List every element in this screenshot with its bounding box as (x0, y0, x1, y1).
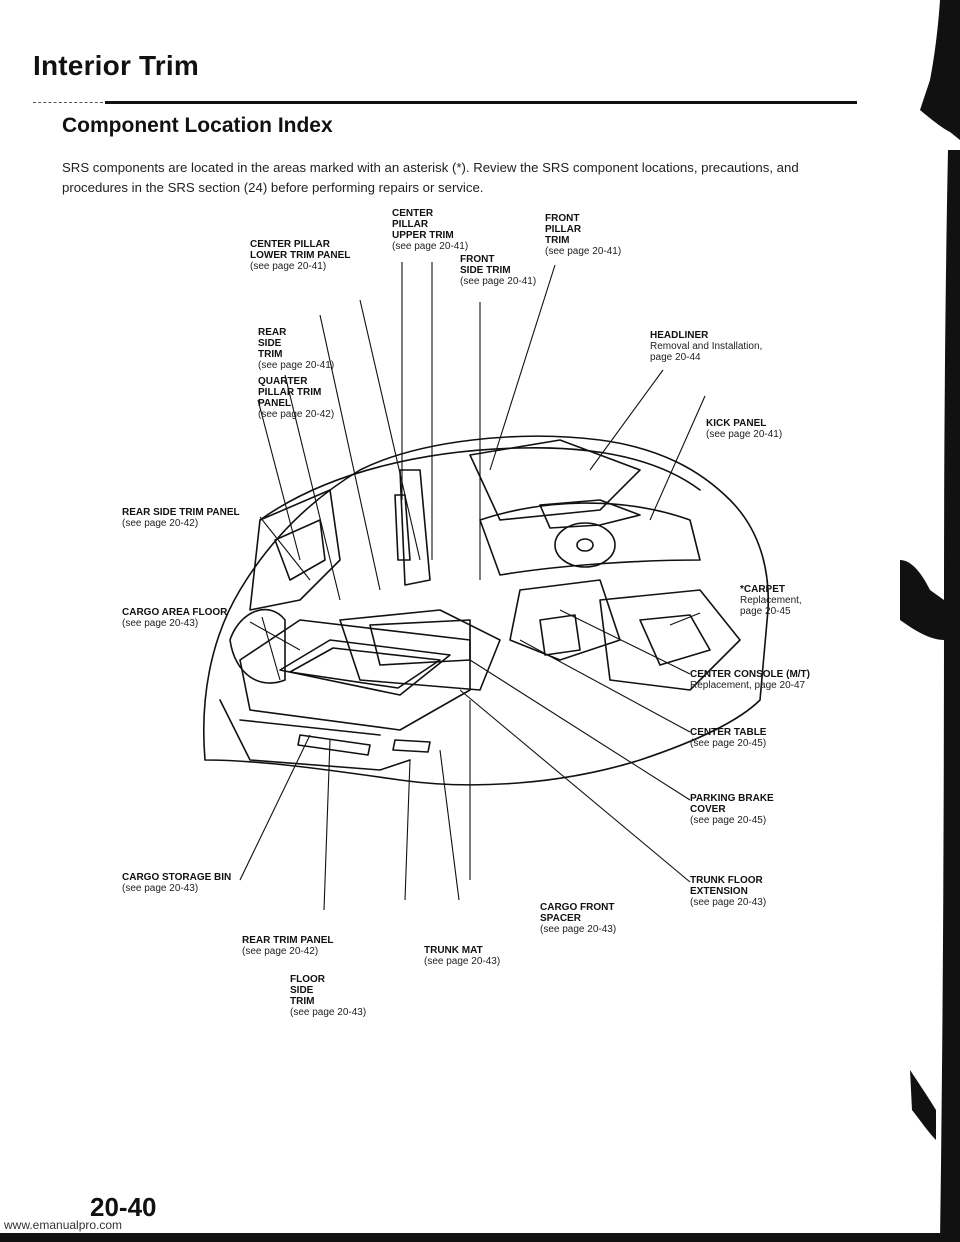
callout-ref: (see page 20-41) (545, 246, 622, 257)
callout-carpet: *CARPET Replacement, page 20-45 (740, 584, 820, 617)
title-rule (105, 101, 857, 104)
callout-name: PARKING BRAKE COVER (690, 793, 774, 815)
callout-ref: (see page 20-42) (258, 409, 335, 420)
callout-name: CARGO FRONT SPACER (540, 902, 615, 924)
page-title: Interior Trim (33, 50, 199, 81)
callout-front-side-trim: FRONT SIDE TRIM (see page 20-41) (460, 254, 536, 287)
callout-rear-trim-panel: REAR TRIM PANEL (see page 20-42) (242, 935, 333, 957)
callout-cargo-area-floor: CARGO AREA FLOOR (see page 20-43) (122, 607, 227, 629)
dashboard-outline (479, 502, 701, 576)
rear-bumper (219, 699, 411, 771)
callout-ref: (see page 20-45) (690, 738, 767, 749)
callout-center-pillar-lower: CENTER PILLAR LOWER TRIM PANEL (see page… (250, 239, 360, 272)
scan-edge-artifacts (900, 0, 960, 1242)
callout-center-console: CENTER CONSOLE (M/T) Replacement, page 2… (690, 669, 810, 691)
steering-wheel (554, 522, 616, 568)
center-pillar (399, 469, 431, 586)
callout-name: FLOOR SIDE TRIM (290, 974, 325, 1007)
callout-center-table: CENTER TABLE (see page 20-45) (690, 727, 766, 749)
callout-name: CENTER TABLE (690, 727, 767, 738)
callout-ref: Replacement, page 20-45 (740, 595, 802, 617)
callout-name: REAR SIDE TRIM PANEL (122, 507, 240, 518)
callout-name: FRONT SIDE TRIM (460, 254, 511, 276)
callout-cargo-storage-bin: CARGO STORAGE BIN (see page 20-43) (122, 872, 231, 894)
callout-ref: (see page 20-41) (392, 241, 469, 252)
callout-name: CENTER PILLAR UPPER TRIM (392, 208, 454, 241)
callout-ref: (see page 20-41) (460, 276, 537, 287)
callout-ref: (see page 20-43) (290, 1007, 367, 1018)
center-console (509, 579, 621, 661)
windshield-outline (469, 439, 641, 521)
callout-ref: (see page 20-43) (122, 618, 199, 629)
callout-rear-side-trim: REAR SIDE TRIM (see page 20-41) (258, 327, 334, 371)
callout-kick-panel: KICK PANEL (see page 20-41) (706, 418, 782, 440)
storage-bin (279, 639, 451, 696)
callout-trunk-mat: TRUNK MAT (see page 20-43) (424, 945, 500, 967)
srs-notice: SRS components are located in the areas … (62, 160, 799, 195)
callout-center-pillar-upper: CENTER PILLAR UPPER TRIM (see page 20-41… (392, 208, 468, 252)
callout-quarter-pillar: QUARTER PILLAR TRIM PANEL (see page 20-4… (258, 376, 343, 420)
callout-ref: (see page 20-41) (706, 429, 783, 440)
callout-ref: (see page 20-45) (690, 815, 767, 826)
callout-name: CENTER CONSOLE (M/T) (690, 669, 810, 680)
callout-ref: (see page 20-41) (250, 261, 327, 272)
callout-name: REAR SIDE TRIM (258, 327, 287, 360)
callout-name: TRUNK FLOOR EXTENSION (690, 875, 763, 897)
callout-ref: Replacement, page 20-47 (690, 680, 806, 691)
car-body-outline (202, 435, 770, 786)
callout-cargo-front-spacer: CARGO FRONT SPACER (see page 20-43) (540, 902, 620, 935)
callout-ref: Removal and Installation, page 20-44 (650, 341, 763, 363)
callout-ref: (see page 20-43) (540, 924, 617, 935)
callout-name: *CARPET (740, 584, 786, 595)
section-heading: Component Location Index (62, 114, 333, 137)
callout-ref: (see page 20-43) (424, 956, 501, 967)
callout-ref: (see page 20-42) (122, 518, 199, 529)
bottom-edge-strip (0, 1233, 960, 1242)
rear-seat-area (339, 609, 501, 691)
front-carpet (599, 589, 741, 691)
callout-ref: (see page 20-43) (690, 897, 767, 908)
callout-front-pillar: FRONT PILLAR TRIM (see page 20-41) (545, 213, 621, 257)
callout-trunk-floor-ext: TRUNK FLOOR EXTENSION (see page 20-43) (690, 875, 770, 908)
callout-ref: (see page 20-42) (242, 946, 319, 957)
callout-floor-side-trim: FLOOR SIDE TRIM (see page 20-43) (290, 974, 366, 1018)
callout-rear-side-trim-panel: REAR SIDE TRIM PANEL (see page 20-42) (122, 507, 240, 529)
callout-ref: (see page 20-43) (122, 883, 199, 894)
callout-name: KICK PANEL (706, 418, 767, 429)
callout-name: FRONT PILLAR TRIM (545, 213, 582, 246)
callout-name: QUARTER PILLAR TRIM PANEL (258, 376, 322, 409)
page-number: 20-40 (90, 1192, 157, 1222)
callout-parking-brake: PARKING BRAKE COVER (see page 20-45) (690, 793, 790, 826)
callout-name: HEADLINER (650, 330, 709, 341)
callout-headliner: HEADLINER Removal and Installation, page… (650, 330, 770, 363)
watermark: www.emanualpro.com (2, 1218, 125, 1232)
callout-name: TRUNK MAT (424, 945, 483, 956)
rear-side-panel (249, 489, 341, 611)
cargo-area-floor (239, 619, 471, 731)
callout-ref: (see page 20-41) (258, 360, 335, 371)
callout-name: REAR TRIM PANEL (242, 935, 334, 946)
title-rule-dash (33, 102, 103, 104)
callout-name: CARGO STORAGE BIN (122, 872, 232, 883)
callout-name: CARGO AREA FLOOR (122, 607, 228, 618)
callout-name: CENTER PILLAR LOWER TRIM PANEL (250, 239, 351, 261)
